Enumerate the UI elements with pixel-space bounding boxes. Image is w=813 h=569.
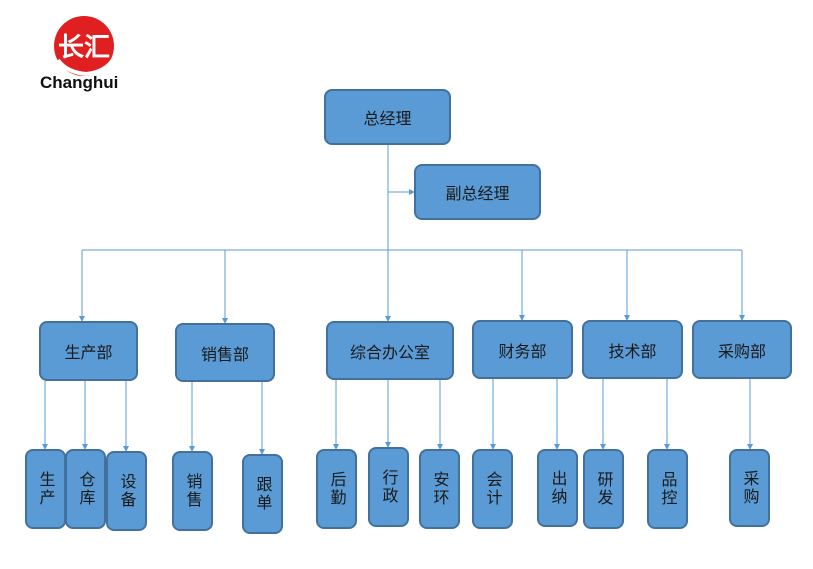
dept-purchasing: 采购部	[692, 320, 792, 379]
unit-sales: 销售	[172, 451, 213, 531]
dept-general-office: 综合办公室	[326, 321, 454, 380]
unit-administration: 行政	[368, 447, 409, 527]
brand-name: Changhui	[40, 73, 119, 92]
dept-sales: 销售部	[175, 323, 275, 382]
dept-production: 生产部	[39, 321, 138, 381]
unit-logistics: 后勤	[316, 449, 357, 529]
deputy-box: 副总经理	[414, 164, 541, 220]
unit-accounting: 会计	[472, 449, 513, 529]
logo-glyph: 长汇	[58, 33, 110, 63]
unit-quality-control: 品控	[647, 449, 688, 529]
dept-technology: 技术部	[582, 320, 683, 379]
unit-safety-env: 安环	[419, 449, 460, 529]
changhui-logo-icon: 长汇	[54, 16, 116, 77]
unit-purchasing: 采购	[729, 449, 770, 527]
unit-rnd: 研发	[583, 449, 624, 529]
dept-finance: 财务部	[472, 320, 573, 379]
unit-production: 生产	[25, 449, 66, 529]
unit-order-follow-up: 跟单	[242, 454, 283, 534]
unit-cashier: 出纳	[537, 449, 578, 527]
ceo-box: 总经理	[324, 89, 451, 145]
unit-warehouse: 仓库	[65, 449, 106, 529]
unit-equipment: 设备	[106, 451, 147, 531]
